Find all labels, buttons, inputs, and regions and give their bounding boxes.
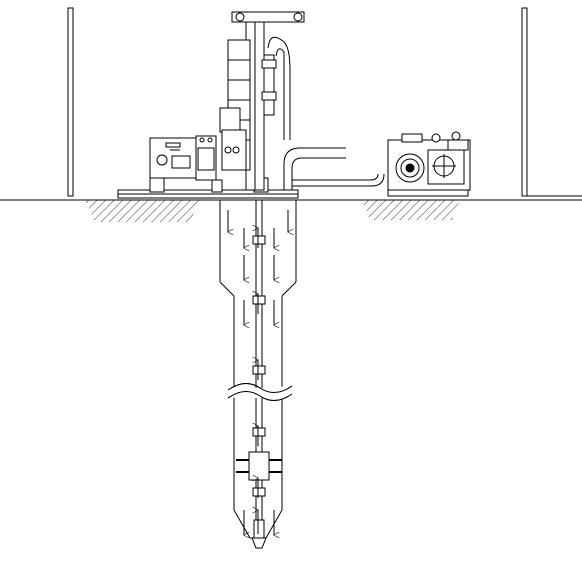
discharge-pipe xyxy=(283,147,385,190)
drill-bit xyxy=(251,519,267,549)
ground-hatching-left xyxy=(85,200,200,222)
flow-arrows xyxy=(228,210,288,535)
gooseneck-hose xyxy=(267,36,291,140)
rig-base-skid xyxy=(117,177,299,199)
left-fence-post xyxy=(67,7,74,197)
depth-break-line xyxy=(227,383,293,401)
mud-pump-unit xyxy=(387,131,471,197)
control-cabinet xyxy=(149,135,217,181)
rig-mast xyxy=(219,11,305,191)
right-fence-post xyxy=(521,7,582,197)
stabilizer-tool xyxy=(236,451,282,481)
ground-hatching-right xyxy=(362,200,460,220)
